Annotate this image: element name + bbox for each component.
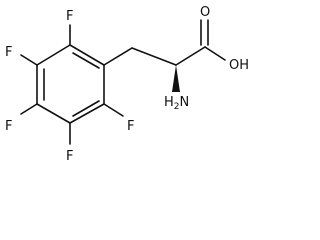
bond-calpha-cooh bbox=[175, 46, 206, 66]
bond-f-lower-left bbox=[20, 103, 38, 115]
ring-bond-1 bbox=[69, 44, 105, 66]
bond-f-upper-left bbox=[20, 54, 38, 66]
atom-f-top: F bbox=[66, 9, 73, 24]
atom-f-right: F bbox=[127, 119, 134, 134]
atom-f-bottom: F bbox=[66, 149, 73, 164]
atom-f-lower-left: F bbox=[5, 119, 12, 134]
amine-subscript: 2 bbox=[174, 102, 180, 112]
amine-n: N bbox=[180, 95, 190, 110]
fluorine-bonds bbox=[20, 24, 124, 145]
atom-hydroxyl: OH bbox=[229, 58, 249, 73]
ring-bond-1-inner bbox=[72, 52, 100, 69]
atom-amine: H2N bbox=[164, 95, 189, 112]
side-chain bbox=[103, 19, 226, 92]
ring-bond-3 bbox=[69, 103, 105, 124]
ring-bond-4 bbox=[36, 103, 71, 124]
atom-labels: F F F F F O OH H2N bbox=[5, 5, 249, 164]
atom-f-upper-left: F bbox=[5, 45, 12, 60]
molecule-structure: F F F F F O OH H2N bbox=[5, 5, 249, 164]
bond-ring-ch2 bbox=[103, 47, 133, 66]
ring-bond-6 bbox=[36, 44, 71, 66]
bond-ch2-calpha bbox=[131, 47, 177, 66]
benzene-ring bbox=[36, 44, 105, 124]
atom-carbonyl-o: O bbox=[200, 5, 210, 20]
bond-c-oh bbox=[204, 46, 226, 61]
wedge-bond-amine bbox=[172, 65, 180, 92]
amine-h: H bbox=[164, 95, 174, 110]
bond-f-right bbox=[103, 103, 124, 117]
ring-bond-3-inner bbox=[72, 100, 100, 117]
